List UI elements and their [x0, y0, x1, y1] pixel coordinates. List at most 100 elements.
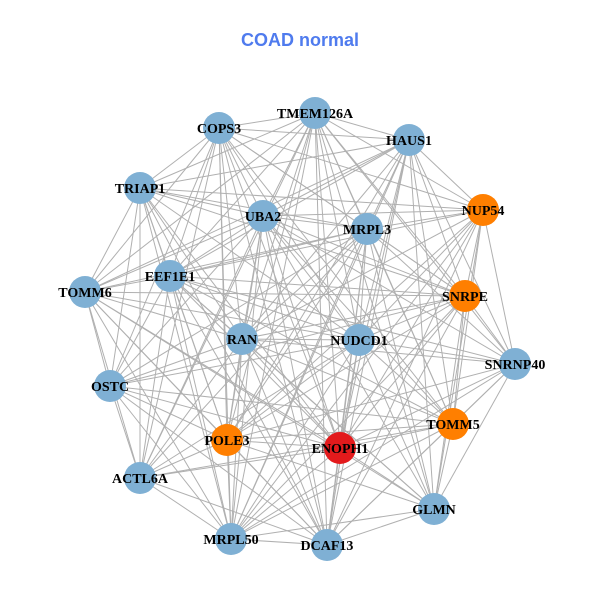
node-ostc: OSTC — [91, 370, 129, 402]
edge-HAUS1-UBA2 — [262, 139, 410, 217]
edge-COPS3-NUP54 — [218, 127, 484, 211]
edge-HAUS1-RAN — [241, 139, 410, 340]
edge-HAUS1-SNRNP40 — [408, 139, 516, 365]
edge-POLE3-MRPL50 — [226, 439, 232, 540]
edge-SNRPE-MRPL50 — [230, 295, 466, 540]
edge-ACTL6A-MRPL50 — [139, 477, 232, 540]
node-circle — [203, 112, 235, 144]
edge-RAN-GLMN — [241, 338, 435, 510]
edge-TMEM126A-SNRNP40 — [314, 112, 516, 365]
edge-SNRPE-OSTC — [109, 295, 466, 387]
edge-NUP54-NUDCD1 — [358, 209, 484, 341]
node-label: OSTC — [91, 380, 129, 395]
edge-UBA2-MRPL3 — [262, 215, 368, 230]
edge-HAUS1-POLE3 — [226, 139, 410, 441]
node-circle — [226, 323, 258, 355]
node-label: DCAF13 — [301, 539, 354, 554]
edge-EEF1E1-ACTL6A — [139, 275, 171, 479]
node-circle — [449, 280, 481, 312]
node-dcaf13: DCAF13 — [301, 529, 354, 561]
edge-COPS3-ENOPH1 — [218, 127, 341, 449]
edge-TRIAP1-UBA2 — [139, 187, 264, 217]
edge-SNRPE-GLMN — [433, 295, 466, 510]
node-actl6a: ACTL6A — [112, 462, 169, 494]
edge-UBA2-TOMM5 — [262, 215, 454, 425]
edge-TOMM6-MRPL50 — [84, 291, 232, 540]
edge-NUDCD1-ACTL6A — [139, 339, 360, 479]
node-tomm5: TOMM5 — [426, 408, 480, 440]
node-label: TMEM126A — [277, 107, 354, 122]
edge-TOMM5-ACTL6A — [139, 423, 454, 479]
edge-RAN-ACTL6A — [139, 338, 243, 479]
edge-TRIAP1-NUP54 — [139, 187, 484, 211]
edge-NUP54-SNRNP40 — [482, 209, 516, 365]
edge-TMEM126A-ENOPH1 — [314, 112, 341, 449]
node-circle — [69, 276, 101, 308]
edge-NUDCD1-OSTC — [109, 339, 360, 387]
node-circle — [311, 529, 343, 561]
edge-MRPL3-MRPL50 — [230, 228, 368, 540]
edge-RAN-NUDCD1 — [241, 338, 360, 341]
edge-RAN-OSTC — [109, 338, 243, 387]
edge-HAUS1-EEF1E1 — [169, 139, 410, 277]
edge-TOMM5-MRPL50 — [230, 423, 454, 540]
edge-TOMM6-NUDCD1 — [84, 291, 360, 341]
edge-SNRPE-ENOPH1 — [339, 295, 466, 449]
node-tmem126a: TMEM126A — [277, 97, 354, 129]
edge-COPS3-UBA2 — [218, 127, 264, 217]
edge-COPS3-EEF1E1 — [169, 127, 220, 277]
edge-NUP54-ENOPH1 — [339, 209, 484, 449]
edge-HAUS1-TRIAP1 — [139, 139, 410, 189]
edge-RAN-TOMM5 — [241, 338, 454, 425]
node-circle — [124, 462, 156, 494]
node-label: ENOPH1 — [312, 442, 369, 457]
edge-SNRPE-RAN — [241, 295, 466, 340]
edge-UBA2-SNRNP40 — [262, 215, 516, 365]
edge-MRPL3-TOMM6 — [84, 228, 368, 293]
edge-TMEM126A-POLE3 — [226, 112, 316, 441]
edge-TMEM126A-TRIAP1 — [139, 112, 316, 189]
edge-GLMN-MRPL50 — [230, 508, 435, 540]
edge-RAN-ENOPH1 — [241, 338, 341, 449]
edge-EEF1E1-TOMM5 — [169, 275, 454, 425]
node-eef1e1: EEF1E1 — [145, 260, 195, 292]
edge-MRPL3-OSTC — [109, 228, 368, 387]
node-haus1: HAUS1 — [386, 124, 432, 156]
node-label: TOMM6 — [58, 286, 111, 301]
edge-ENOPH1-MRPL50 — [230, 447, 341, 540]
edge-POLE3-ENOPH1 — [226, 439, 341, 449]
edge-TOMM6-GLMN — [84, 291, 435, 510]
edge-UBA2-OSTC — [109, 215, 264, 387]
edge-COPS3-OSTC — [109, 127, 220, 387]
edge-TMEM126A-MRPL50 — [230, 112, 316, 540]
edge-RAN-DCAF13 — [241, 338, 328, 546]
edge-NUP54-TOMM5 — [452, 209, 484, 425]
edge-ENOPH1-ACTL6A — [139, 447, 341, 479]
edge-OSTC-DCAF13 — [109, 385, 328, 546]
edge-HAUS1-ENOPH1 — [339, 139, 410, 449]
edge-MRPL3-SNRNP40 — [366, 228, 516, 365]
node-label: NUDCD1 — [330, 334, 388, 349]
edge-TRIAP1-OSTC — [109, 187, 141, 387]
node-label: NUP54 — [462, 204, 505, 219]
edge-MRPL50-DCAF13 — [230, 538, 328, 546]
edge-TRIAP1-SNRPE — [139, 187, 466, 297]
edge-OSTC-TOMM5 — [109, 385, 454, 425]
edge-UBA2-MRPL50 — [230, 215, 264, 540]
edge-OSTC-POLE3 — [109, 385, 228, 441]
chart-title: COAD normal — [240, 30, 359, 50]
node-label: GLMN — [412, 503, 456, 518]
node-ran: RAN — [226, 323, 258, 355]
node-tomm6: TOMM6 — [58, 276, 112, 308]
node-uba2: UBA2 — [245, 200, 282, 232]
node-circle — [211, 424, 243, 456]
node-circle — [499, 348, 531, 380]
node-snrpe: SNRPE — [442, 280, 488, 312]
edge-SNRPE-POLE3 — [226, 295, 466, 441]
edge-NUP54-MRPL50 — [230, 209, 484, 540]
node-glmn: GLMN — [412, 493, 456, 525]
edge-UBA2-GLMN — [262, 215, 435, 510]
edge-TRIAP1-MRPL50 — [139, 187, 232, 540]
node-label: UBA2 — [245, 210, 282, 225]
